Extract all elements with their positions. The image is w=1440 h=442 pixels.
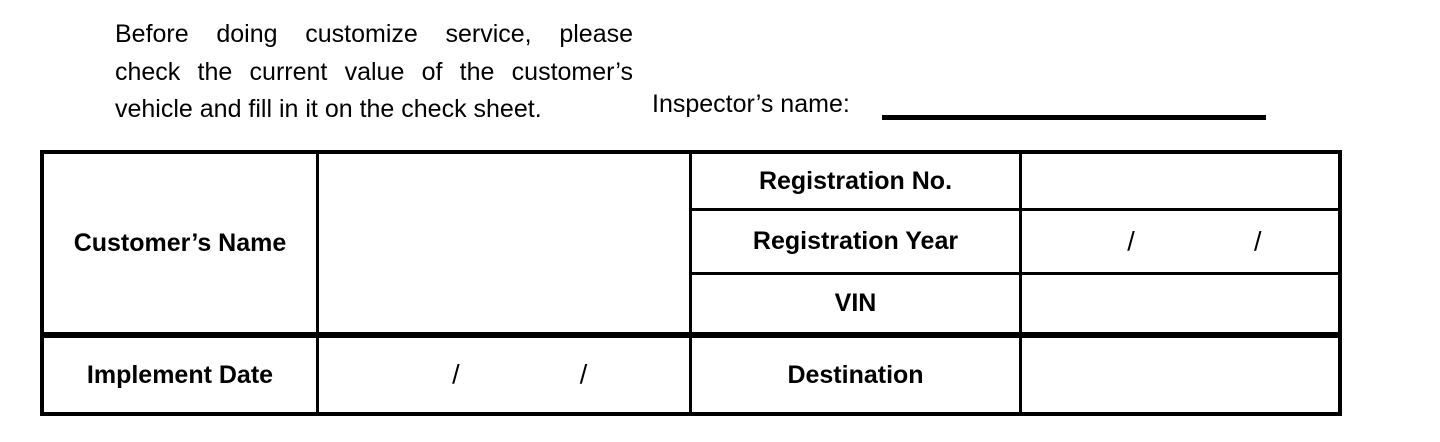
implement-date-value-cell[interactable]: / / (319, 338, 692, 412)
intro-line-2: check the current value of the customer’… (115, 57, 633, 86)
customer-name-label: Customer’s Name (73, 228, 287, 257)
registration-no-value-cell[interactable] (1022, 154, 1338, 211)
implement-date-label-cell: Implement Date (44, 338, 319, 412)
implement-date-label: Implement Date (86, 360, 274, 389)
destination-label: Destination (787, 360, 924, 389)
date-slash: / (452, 359, 460, 390)
date-slash: / (579, 359, 588, 390)
registration-year-label: Registration Year (752, 227, 959, 255)
destination-value-cell[interactable] (1022, 338, 1338, 412)
registration-no-label-cell: Registration No. (692, 154, 1022, 211)
vin-value-cell[interactable] (1022, 275, 1338, 338)
vehicle-info-table: Customer’s Name Registration No. Registr… (40, 150, 1342, 416)
date-slash: / (1253, 226, 1262, 256)
intro-line-3: vehicle and fill in it on the check shee… (115, 95, 542, 123)
registration-year-label-cell: Registration Year (692, 211, 1022, 275)
destination-label-cell: Destination (692, 338, 1022, 412)
registration-no-label: Registration No. (758, 166, 953, 195)
vin-label-cell: VIN (692, 275, 1022, 338)
inspector-name-label: Inspector’s name: (652, 90, 850, 118)
customer-name-label-cell: Customer’s Name (44, 154, 319, 338)
intro-line-1: Before doing customize service, please (115, 20, 633, 48)
registration-year-value-cell[interactable]: / / (1022, 211, 1338, 275)
intro-paragraph: Before doing customize service, please c… (115, 16, 633, 129)
vin-label: VIN (834, 289, 877, 317)
customer-name-value-cell[interactable] (319, 154, 692, 338)
date-slash: / (1127, 226, 1135, 256)
inspector-name-blank[interactable] (882, 115, 1266, 120)
